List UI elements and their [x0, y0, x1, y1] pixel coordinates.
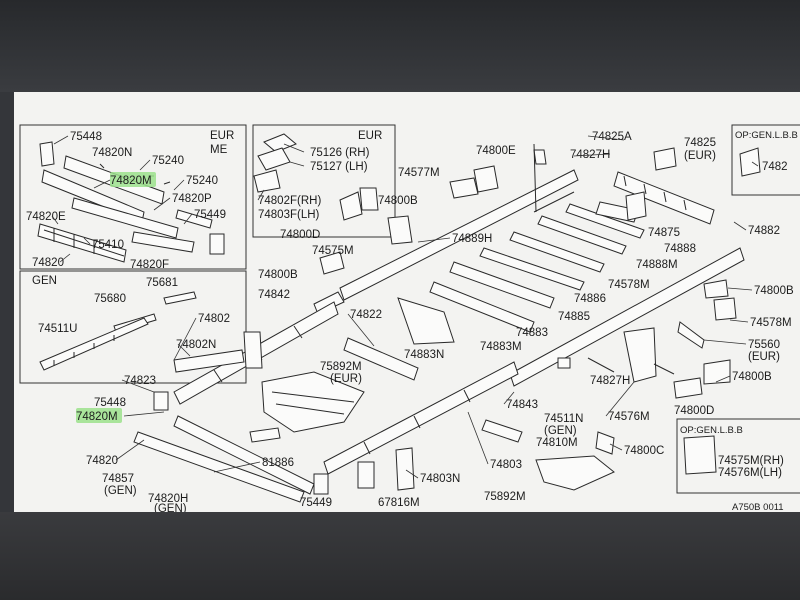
label-74803: 74803	[490, 459, 522, 471]
diagram-code: A750B 0011	[732, 502, 784, 512]
label-74810m: 74810M	[536, 437, 578, 449]
label-74578m-a: 74578M	[608, 279, 650, 291]
leader-lines	[51, 135, 759, 479]
label-74888m: 74888M	[636, 259, 678, 271]
label-74800c: 74800C	[624, 445, 664, 457]
label-75560-eur: (EUR)	[748, 351, 780, 363]
label-74578m-b: 74578M	[750, 317, 792, 329]
label-74822: 74822	[350, 309, 382, 321]
label-74800b-top: 74800B	[378, 195, 418, 207]
parts-diagram: EUR ME GEN EUR OP:GEN.L.B.B OP:GEN.L.B.B	[19, 124, 800, 512]
label-74803f: 74803F(LH)	[258, 209, 320, 221]
label-75892m-eur-note: (EUR)	[330, 373, 362, 385]
label-74576m-lh: 74576M(LH)	[718, 467, 782, 479]
label-74827h-b: 74827H	[590, 375, 630, 387]
label-74800d-top: 74800D	[280, 229, 320, 241]
label-74800b-r2: 74800B	[732, 371, 772, 383]
label-75127: 75127 (LH)	[310, 161, 368, 173]
box-eur-me	[19, 124, 247, 270]
label-75449-a: 75449	[194, 209, 226, 221]
label-81886: 81886	[262, 457, 294, 469]
label-74820h: 74820H	[148, 493, 188, 505]
box-op-gen-top	[731, 124, 800, 196]
label-74823: 74823	[124, 375, 156, 387]
label-74820e: 74820E	[26, 211, 66, 223]
label-75240-b: 75240	[186, 175, 218, 187]
label-74820h-gen: (GEN)	[154, 503, 187, 512]
label-74889h: 74889H	[452, 233, 492, 245]
label-74883n: 74883N	[404, 349, 444, 361]
diagram-screen: EUR ME GEN EUR OP:GEN.L.B.B OP:GEN.L.B.B	[14, 92, 800, 512]
part-labels: 75448 74820N 75240 74820M 75240 74820P 7…	[26, 131, 794, 512]
label-74883m: 74883M	[480, 341, 522, 353]
main-frame-parts	[133, 143, 761, 503]
box-eur-small	[252, 124, 396, 238]
label-74800e: 74800E	[476, 145, 516, 157]
label-74820f: 74820F	[130, 259, 169, 271]
label-75126: 75126 (RH)	[310, 147, 370, 159]
label-74800b-mid: 74800B	[258, 269, 298, 281]
label-74802f: 74802F(RH)	[258, 195, 321, 207]
label-74888: 74888	[664, 243, 696, 255]
label-74802n: 74802N	[176, 339, 216, 351]
label-74576m-a: 74576M	[608, 411, 650, 423]
label-74820-a: 74820	[32, 257, 64, 269]
label-74802: 74802	[198, 313, 230, 325]
label-74825: 74825	[684, 137, 716, 149]
label-74511n: 74511N	[544, 413, 583, 425]
label-75680: 75680	[94, 293, 126, 305]
label-74820p: 74820P	[172, 193, 212, 205]
highlight-74820m-bottom	[76, 408, 122, 423]
monitor-bezel-top	[0, 0, 800, 92]
label-75410: 75410	[92, 239, 124, 251]
label-7482: 7482	[762, 161, 788, 173]
label-67816m: 67816M	[378, 497, 420, 509]
label-74820m-bottom: 74820M	[76, 411, 118, 423]
label-74803n: 74803N	[420, 473, 460, 485]
box-op-gen-bottom	[676, 418, 800, 494]
label-75681: 75681	[146, 277, 178, 289]
label-75448-b: 75448	[94, 397, 126, 409]
label-74511u: 74511U	[38, 323, 77, 335]
highlight-74820m-top	[110, 172, 156, 187]
box-title-op-bottom: OP:GEN.L.B.B	[680, 425, 743, 436]
label-74820n: 74820N	[92, 147, 132, 159]
label-74842: 74842	[258, 289, 290, 301]
box-title-eur-small: EUR	[358, 130, 382, 142]
label-75448-a: 75448	[70, 131, 102, 143]
label-75892m: 75892M	[484, 491, 526, 503]
label-75560: 75560	[748, 339, 780, 351]
label-75892m-eur: 75892M	[320, 361, 362, 373]
eur-small-parts	[253, 133, 297, 193]
label-74857-gen: (GEN)	[104, 485, 137, 497]
label-74883: 74883	[516, 327, 548, 339]
label-75449-b: 75449	[300, 497, 332, 509]
label-74800d-r: 74800D	[674, 405, 714, 417]
label-74875: 74875	[648, 227, 680, 239]
label-74857: 74857	[102, 473, 134, 485]
monitor-bezel-left	[0, 92, 14, 512]
box-title-eur: EUR	[210, 130, 234, 142]
label-74886: 74886	[574, 293, 606, 305]
label-74820-b: 74820	[86, 455, 118, 467]
label-74820m-top: 74820M	[110, 175, 152, 187]
label-75240-a: 75240	[152, 155, 184, 167]
label-74843: 74843	[506, 399, 538, 411]
label-74882: 74882	[748, 225, 780, 237]
box-title-gen: GEN	[32, 275, 57, 287]
monitor-bezel-bottom	[0, 512, 800, 600]
box-title-me: ME	[210, 144, 228, 156]
gen-parts	[39, 291, 197, 371]
label-74800b-r: 74800B	[754, 285, 794, 297]
box-gen	[19, 270, 247, 384]
label-74575m-top: 74575M	[312, 245, 354, 257]
label-74825-eur: (EUR)	[684, 150, 716, 162]
box-title-op-top: OP:GEN.L.B.B	[735, 130, 798, 141]
label-74577m: 74577M	[398, 167, 440, 179]
label-74885: 74885	[558, 311, 590, 323]
label-74575m-rh: 74575M(RH)	[718, 455, 784, 467]
label-74511n-gen: (GEN)	[544, 425, 577, 437]
